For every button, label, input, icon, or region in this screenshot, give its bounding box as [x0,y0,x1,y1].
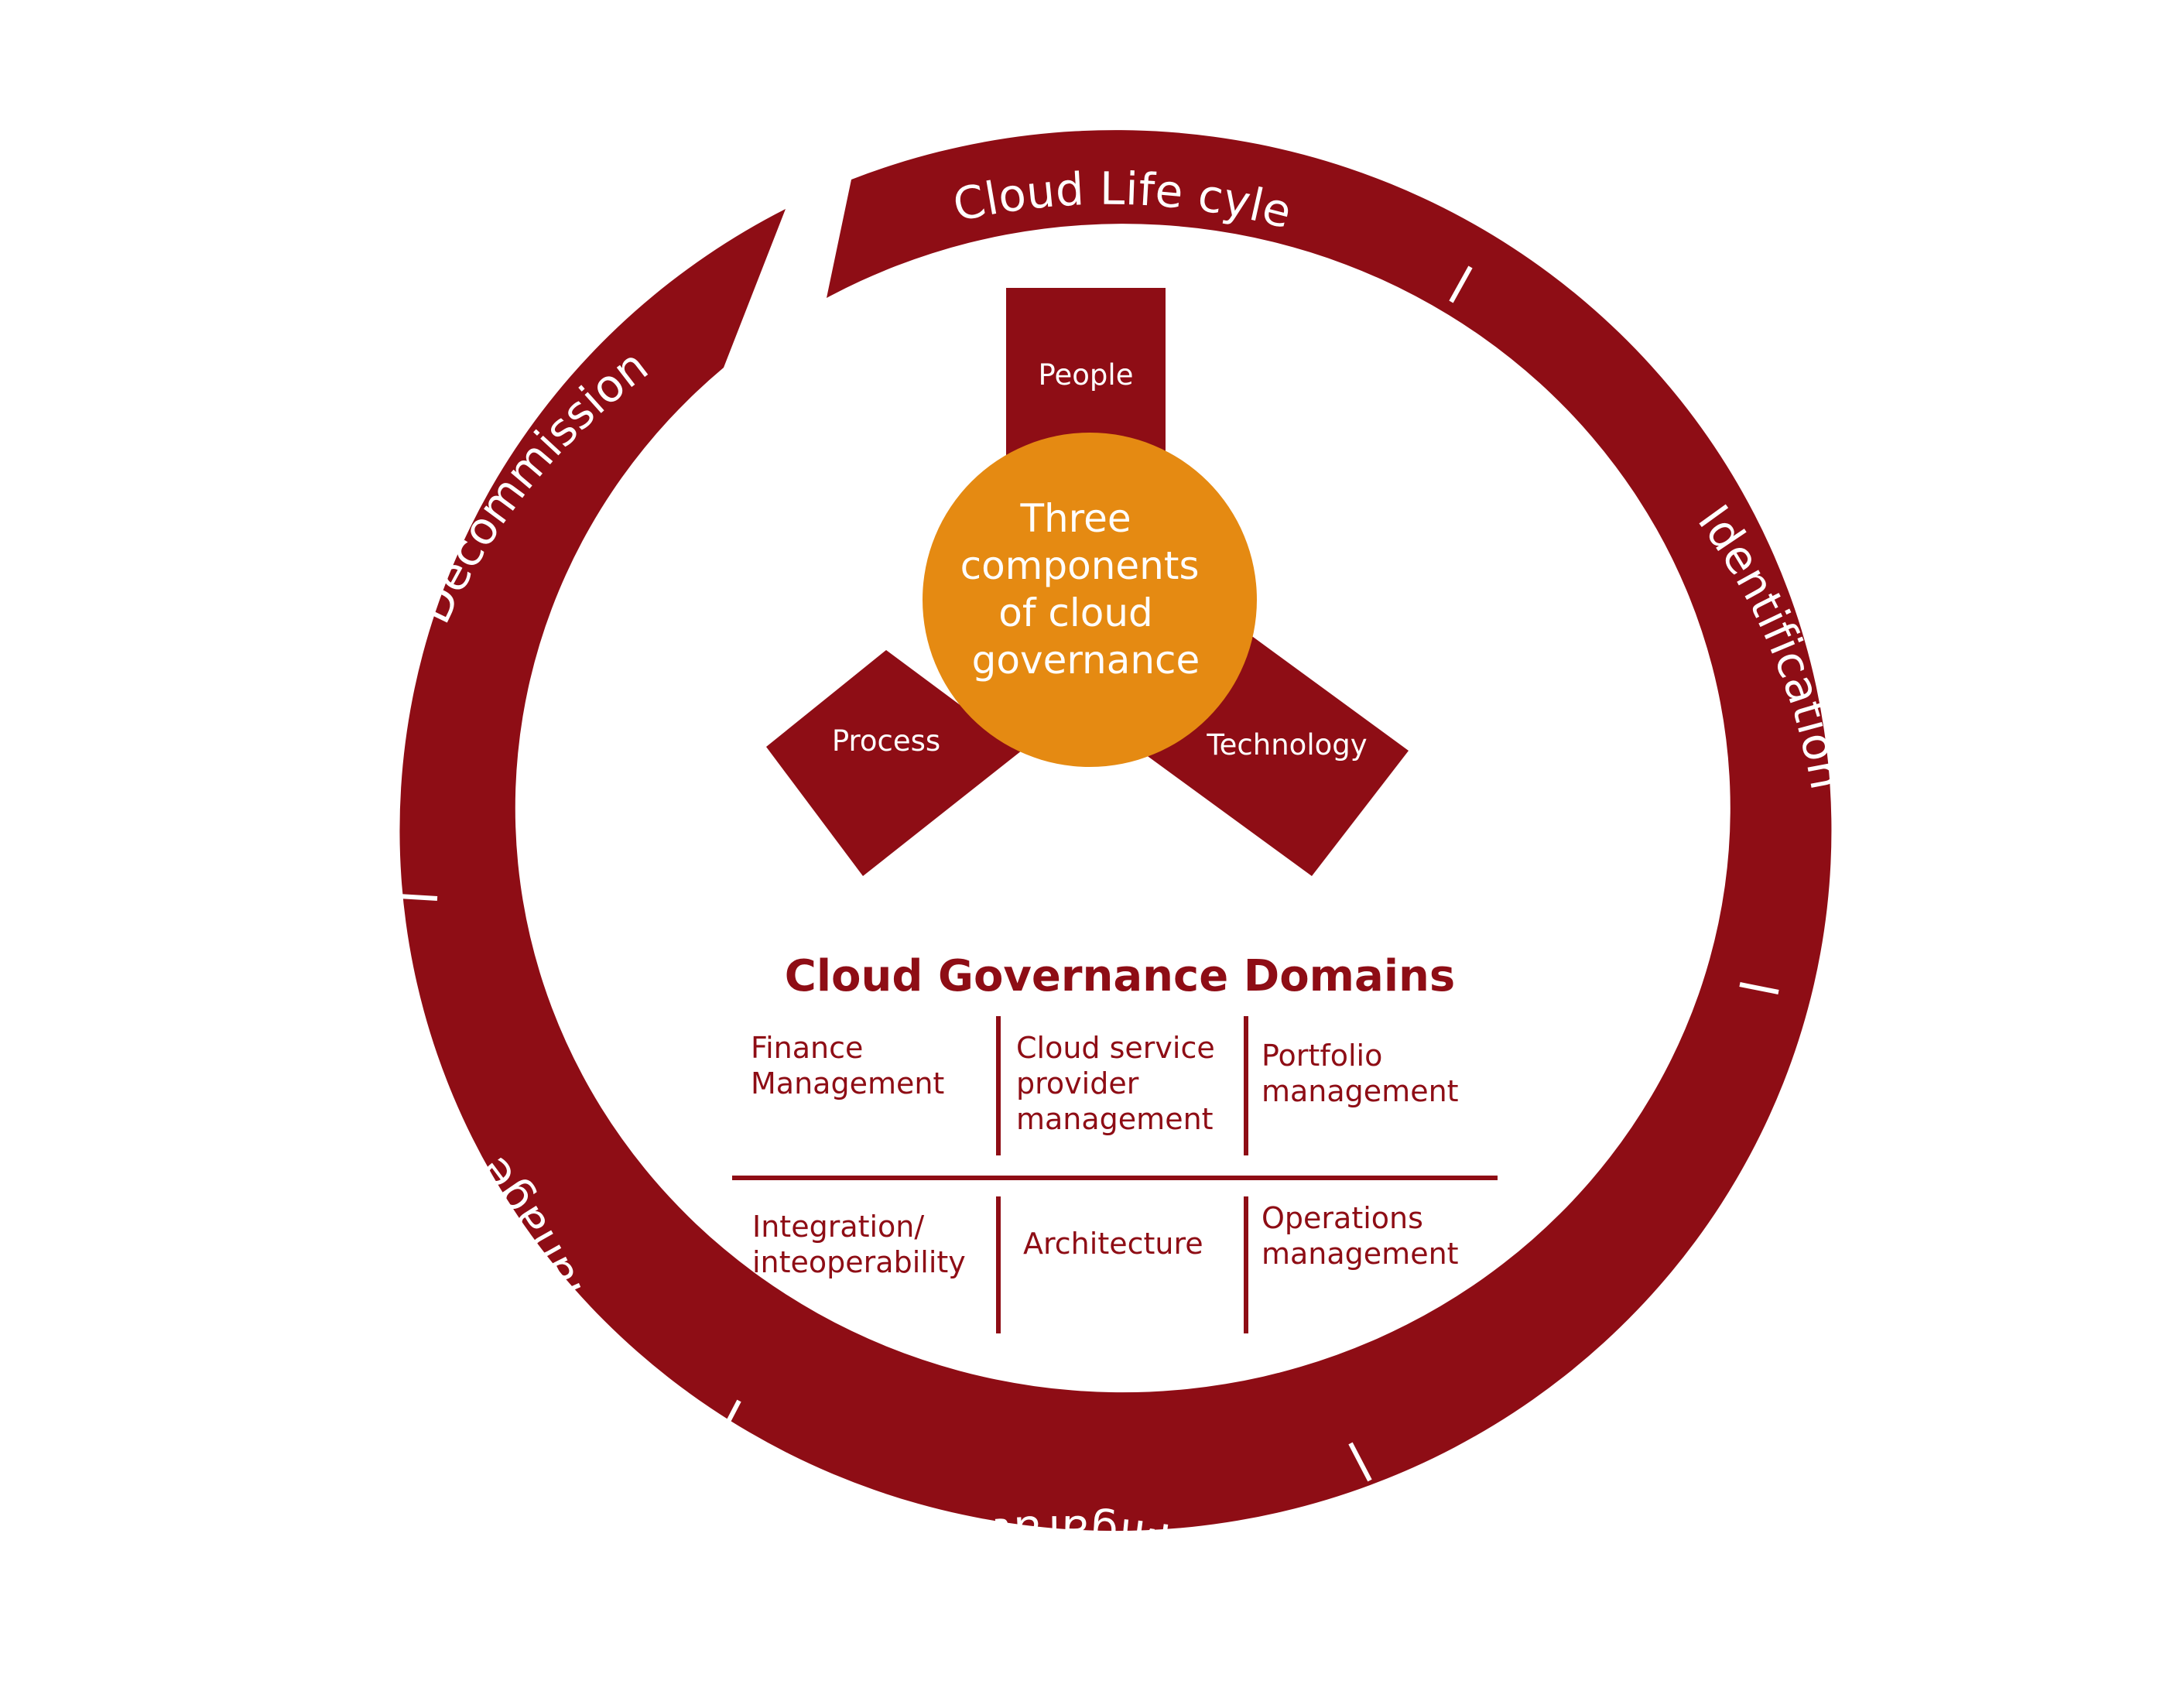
separator-tick [1449,265,1473,303]
separator-tick [1739,982,1779,994]
domain-operations-management: Operations management [1262,1201,1459,1271]
blade-label-people: People [1039,358,1134,392]
blade-process [766,650,1022,876]
separator-tick [717,1399,741,1439]
ring-separators [398,265,1779,1482]
separator-tick [1348,1442,1372,1482]
domain-cloud-service-provider-management: Cloud service provider management [1016,1031,1224,1136]
blade-label-process: Process [832,724,940,758]
stage-configure: Configure [1748,1114,1857,1343]
domain-portfolio-management: Portfolio management [1262,1039,1459,1108]
domain-architecture: Architecture [1023,1227,1203,1261]
domain-finance-management: Finance Management [751,1031,944,1100]
components-hub [923,433,1257,767]
hub-label: Three components of cloud governance [960,496,1212,683]
domains-grid [732,1016,1498,1333]
blade-label-technology: Technology [1206,728,1367,762]
separator-tick [398,894,438,901]
domains-title: Cloud Governance Domains [785,951,1455,1001]
domain-integration-interoperability: Integration/ inteoperability [752,1210,966,1279]
stage-migarate: Migarate [964,1505,1174,1566]
